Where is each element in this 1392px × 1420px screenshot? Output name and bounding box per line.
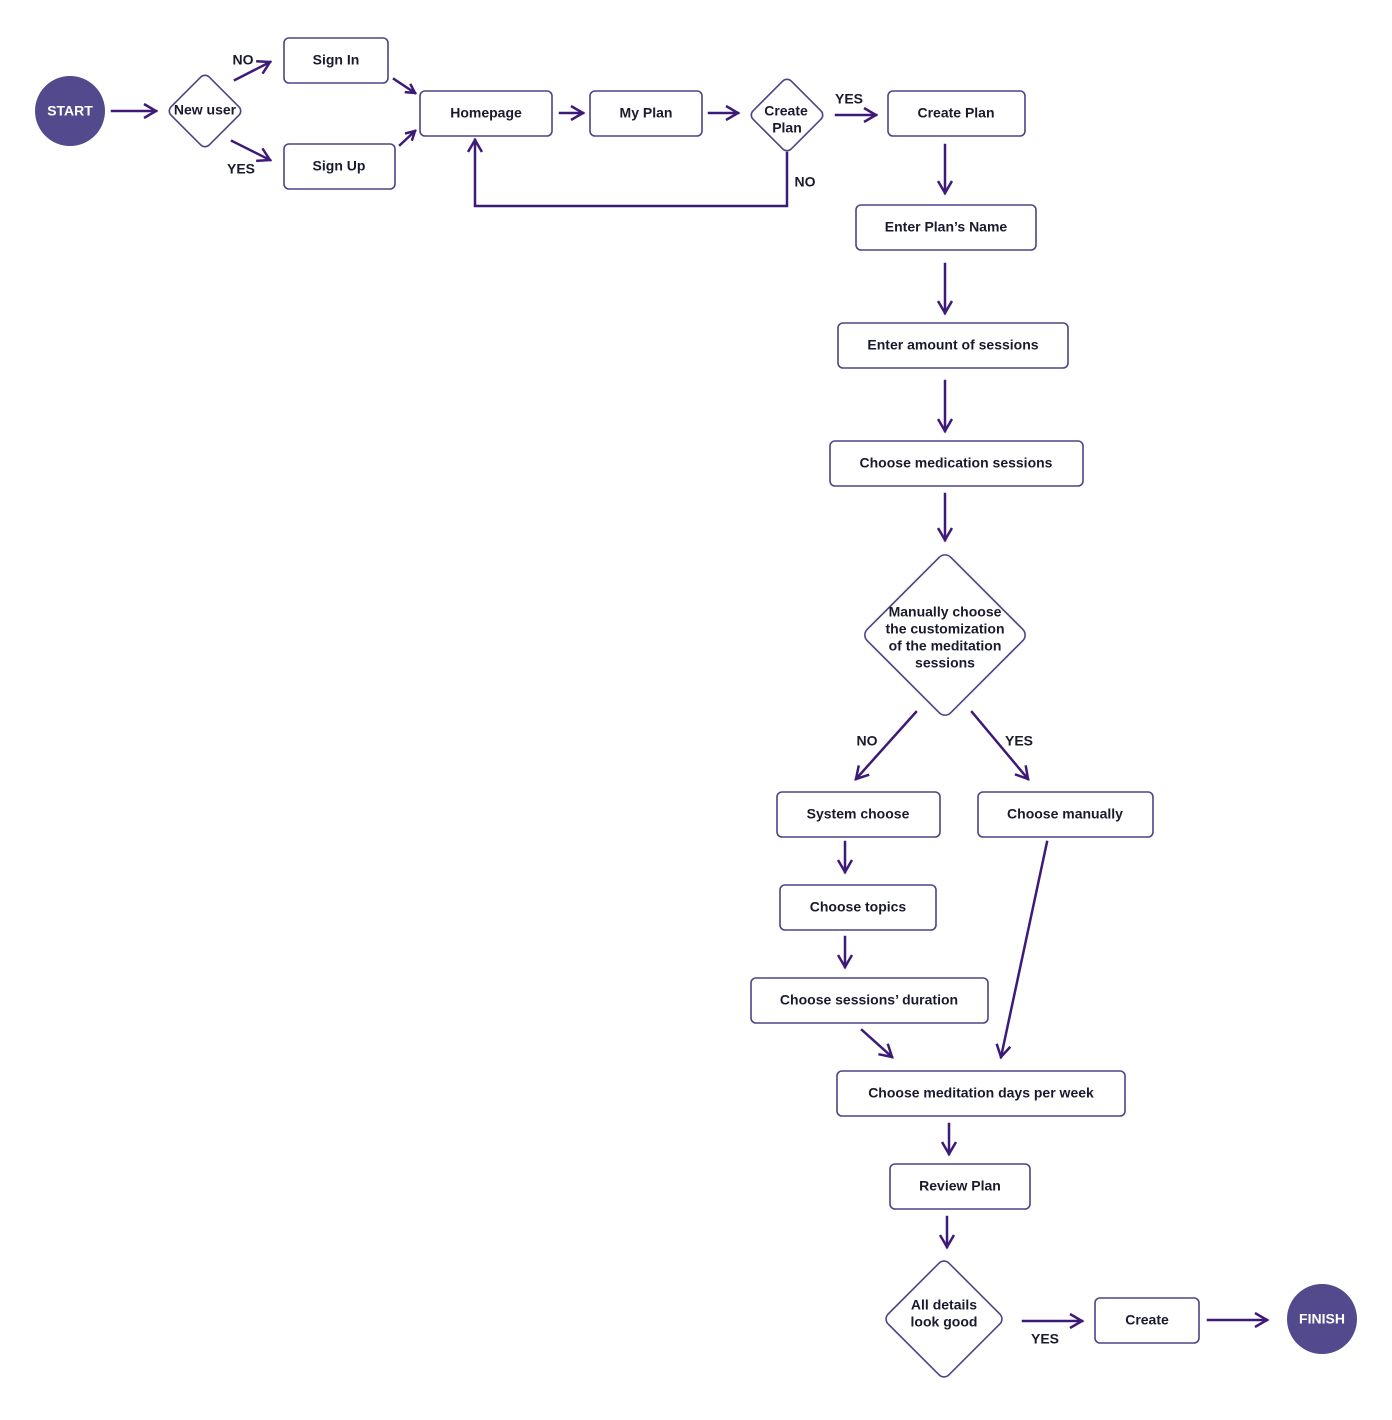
label-create-plan-yes: YES — [835, 91, 863, 107]
svg-text:FINISH: FINISH — [1299, 1311, 1345, 1327]
choose-topics-node: Choose topics — [779, 884, 937, 931]
svg-text:Enter amount of sessions: Enter amount of sessions — [867, 337, 1038, 353]
edge-new-user-to-sign-in — [233, 62, 270, 82]
svg-text:Sign Up: Sign Up — [313, 158, 366, 174]
label-manual-no: NO — [857, 733, 878, 749]
svg-text:Create Plan: Create Plan — [917, 105, 994, 121]
edge-duration-to-days — [860, 1028, 892, 1059]
create-plan-node: Create Plan — [887, 90, 1026, 137]
svg-text:Choose manually: Choose manually — [1007, 806, 1123, 822]
sign-up-node: Sign Up — [283, 143, 396, 190]
create-node: Create — [1094, 1297, 1200, 1344]
label-new-user-yes: YES — [227, 161, 255, 177]
new-user-line-0: New user — [174, 102, 237, 118]
svg-text:Choose sessions’ duration: Choose sessions’ duration — [780, 992, 958, 1008]
manual-decision-line-1: the customization — [885, 621, 1004, 637]
svg-text:Choose medication sessions: Choose medication sessions — [860, 455, 1053, 471]
label-all-good-yes: YES — [1031, 1331, 1059, 1347]
edge-manual-to-days — [1001, 840, 1049, 1057]
edge-sign-in-to-homepage — [392, 77, 415, 95]
svg-text:Choose meditation days per wee: Choose meditation days per week — [868, 1085, 1094, 1101]
svg-text:System choose: System choose — [807, 806, 910, 822]
enter-amount-node: Enter amount of sessions — [837, 322, 1069, 369]
all-good-decision: All details look good — [885, 1260, 1003, 1378]
manual-decision: Manually choose the customization of the… — [864, 554, 1026, 716]
sign-in-node: Sign In — [283, 37, 389, 84]
edge-decision-yes — [970, 710, 1030, 779]
all-good-decision-line-1: look good — [911, 1314, 978, 1330]
choose-manually-node: Choose manually — [977, 791, 1154, 838]
svg-text:My Plan: My Plan — [620, 105, 673, 121]
system-choose-node: System choose — [776, 791, 941, 838]
create-plan-decision-line-1: Plan — [772, 120, 802, 136]
label-create-plan-no: NO — [795, 174, 816, 190]
svg-text:Homepage: Homepage — [450, 105, 522, 121]
create-plan-decision-line-0: Create — [764, 103, 808, 119]
choose-duration-node: Choose sessions’ duration — [750, 977, 989, 1024]
label-manual-yes: YES — [1005, 733, 1033, 749]
svg-text:Review Plan: Review Plan — [919, 1178, 1001, 1194]
manual-decision-line-0: Manually choose — [889, 604, 1002, 620]
choose-days-node: Choose meditation days per week — [836, 1070, 1126, 1117]
edge-create-decision-no-loop — [475, 140, 789, 208]
edges — [110, 62, 1267, 1321]
svg-text:Create: Create — [1125, 1312, 1169, 1328]
choose-medication-node: Choose medication sessions — [829, 440, 1084, 487]
svg-text:Choose topics: Choose topics — [810, 899, 907, 915]
homepage-node: Homepage — [419, 90, 553, 137]
label-new-user-no: NO — [233, 52, 254, 68]
edge-new-user-to-sign-up — [230, 139, 270, 160]
edge-sign-up-to-homepage — [398, 129, 415, 147]
svg-text:START: START — [47, 103, 93, 119]
all-good-decision-line-0: All details — [911, 1297, 977, 1313]
new-user-decision: New user — [168, 74, 242, 148]
create-plan-decision: Create Plan — [750, 78, 824, 152]
review-plan-node: Review Plan — [889, 1163, 1031, 1210]
enter-name-node: Enter Plan’s Name — [855, 204, 1037, 251]
edge-labels: NO YES YES NO NO YES YES — [227, 52, 1059, 1347]
start-node: START — [35, 76, 105, 146]
edge-decision-no — [854, 710, 918, 779]
manual-decision-line-2: of the meditation — [889, 638, 1002, 654]
svg-text:Enter Plan’s Name: Enter Plan’s Name — [885, 219, 1008, 235]
finish-node: FINISH — [1287, 1284, 1357, 1354]
manual-decision-line-3: sessions — [915, 655, 975, 671]
my-plan-node: My Plan — [589, 90, 703, 137]
svg-text:Sign In: Sign In — [313, 52, 360, 68]
